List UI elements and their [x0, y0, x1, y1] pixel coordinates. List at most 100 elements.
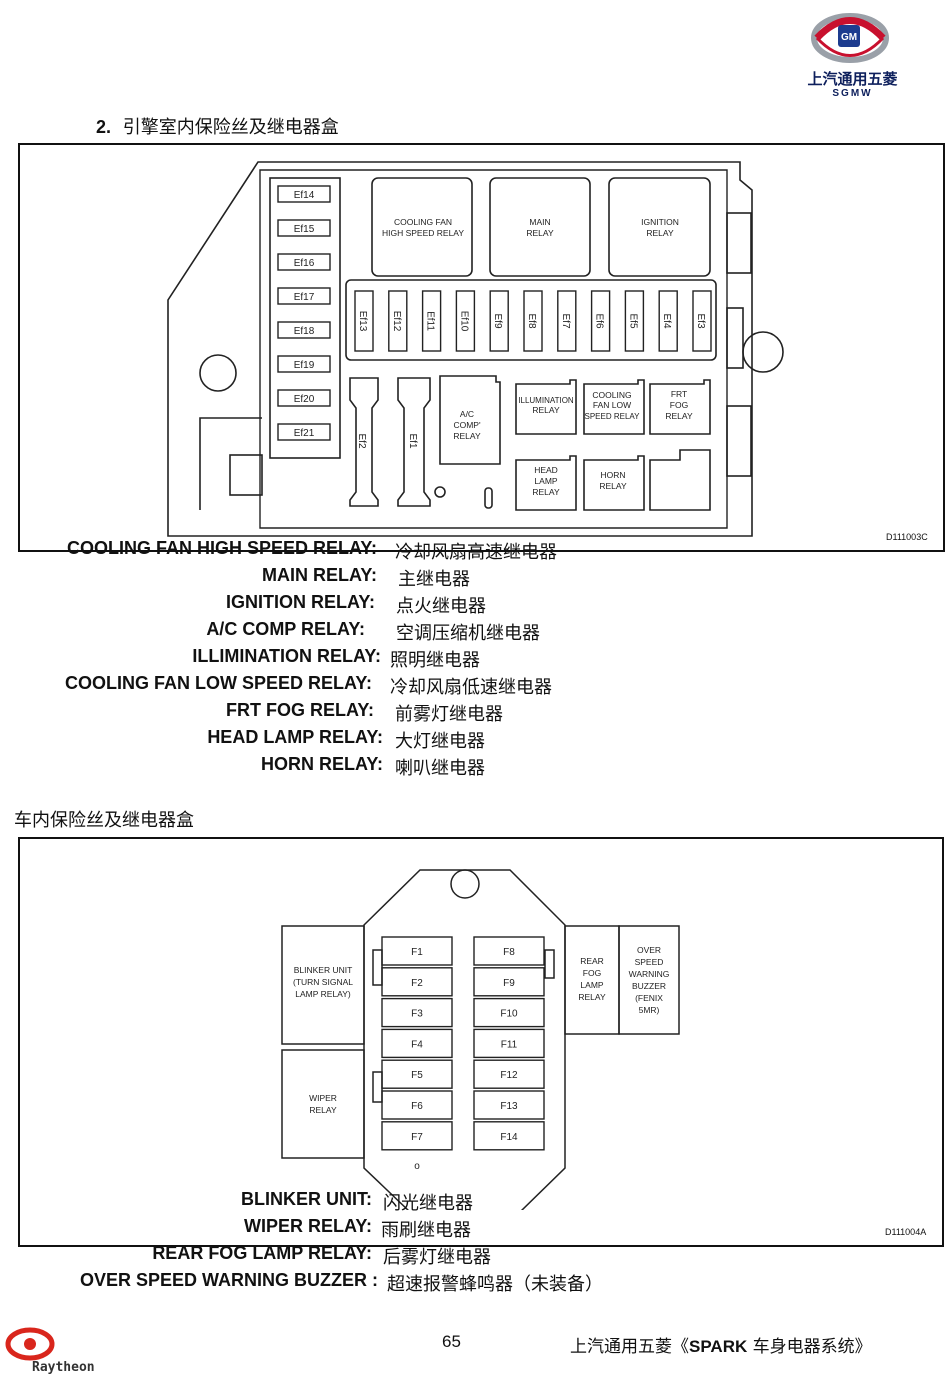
legend-row: COOLING FAN LOW SPEED RELAY:冷却风扇低速继电器	[0, 673, 950, 698]
fuse-f12: F12	[473, 1059, 545, 1089]
blinker-line3: LAMP RELAY)	[295, 989, 351, 999]
relay-ignition-line1: IGNITION	[641, 217, 679, 227]
fuse-label: F10	[500, 1009, 518, 1020]
blinker-line1: BLINKER UNIT	[294, 965, 353, 975]
over-speed-line5: (FENIX	[635, 993, 663, 1003]
fuse-big-ef2: Ef2	[356, 433, 367, 448]
small-mark: o	[414, 1161, 420, 1172]
legend-en: REAR FOG LAMP RELAY:	[152, 1243, 372, 1263]
legend-en: HEAD LAMP RELAY:	[207, 727, 383, 747]
relay-horn-line1: HORN	[600, 470, 625, 480]
fuse-label: F5	[411, 1070, 423, 1081]
fuse-ef6: Ef6	[590, 290, 611, 352]
fuse-label: F8	[503, 947, 515, 958]
fuse-f14: F14	[473, 1121, 545, 1151]
relay-frt-fog-line3: RELAY	[665, 411, 693, 421]
relay-head-lamp-line1: HEAD	[534, 465, 558, 475]
fuse-label: Ef9	[492, 313, 503, 328]
legend-en: ILLIMINATION RELAY:	[192, 646, 381, 666]
over-speed-line4: BUZZER	[632, 981, 666, 991]
wiper-line2: RELAY	[309, 1105, 337, 1115]
fuse-label: Ef14	[294, 190, 315, 201]
fuse-ef9: Ef9	[489, 290, 509, 352]
relay-main-line2: RELAY	[526, 228, 554, 238]
legend-cn: 超速报警蜂鸣器（未装备）	[387, 1274, 603, 1295]
section1-title: 2. 引擎室内保险丝及继电器盒	[96, 113, 339, 139]
book-title: 上汽通用五菱《SPARK 车身电器系统》	[570, 1332, 872, 1357]
fuse-big-ef1: Ef1	[407, 433, 418, 448]
legend-cn: 主继电器	[398, 569, 470, 590]
fuse-ef4: Ef4	[658, 290, 678, 352]
fuse-ef3: Ef3	[692, 290, 712, 352]
legend-row: FRT FOG RELAY:前雾灯继电器	[0, 700, 950, 725]
fuse-label: Ef3	[695, 313, 706, 328]
legend-cn: 照明继电器	[390, 650, 480, 671]
fuse-label: F9	[503, 978, 515, 989]
legend-en: FRT FOG RELAY:	[226, 700, 374, 720]
fuse-label: Ef10	[458, 311, 469, 332]
interior-fusebox-frame	[18, 837, 944, 1247]
relay-ac-line1: A/C	[460, 409, 474, 419]
fuse-label: F1	[411, 947, 423, 958]
relay-frt-fog-line1: FRT	[671, 389, 687, 399]
fuse-label: F13	[500, 1101, 518, 1112]
fuse-label: F3	[411, 1009, 423, 1020]
rear-fog-line1: REAR	[580, 956, 604, 966]
fuse-ef20: Ef20	[277, 389, 331, 407]
over-speed-line2: SPEED	[635, 957, 664, 967]
rear-fog-line3: LAMP	[580, 980, 603, 990]
legend-row: HEAD LAMP RELAY: 大灯继电器	[0, 727, 950, 752]
legend-row: ILLIMINATION RELAY: 照明继电器	[0, 646, 950, 671]
legend-row: HORN RELAY:喇叭继电器	[0, 754, 950, 779]
legend-en: MAIN RELAY:	[261, 565, 377, 585]
legend-en: BLINKER UNIT:	[241, 1189, 372, 1209]
fuse-label: Ef5	[627, 313, 638, 328]
section1-title-text: 引擎室内保险丝及继电器盒	[122, 117, 339, 138]
fuse-label: Ef16	[294, 258, 315, 269]
legend-row: MAIN RELAY: 主继电器	[0, 565, 950, 590]
fuse-label: Ef17	[294, 292, 315, 303]
page-number: 65	[442, 1332, 461, 1351]
fuse-label: Ef12	[391, 311, 402, 332]
relay-cooling-low-line2: FAN LOW	[593, 400, 631, 410]
fuse-label: Ef7	[560, 313, 571, 328]
legend-cn: 冷却风扇高速继电器	[395, 542, 557, 563]
fuse-ef18: Ef18	[277, 321, 331, 339]
fuse-label: Ef6	[594, 313, 605, 328]
legend-cn: 喇叭继电器	[395, 758, 485, 779]
legend-row: OVER SPEED WARNING BUZZER :超速报警蜂鸣器（未装备）	[0, 1270, 950, 1295]
fuse-ef13: Ef13	[354, 290, 374, 352]
relay-horn-line2: RELAY	[599, 481, 627, 491]
fuse-label: Ef8	[526, 313, 537, 328]
fuse-label: F4	[411, 1039, 423, 1050]
raytheon-swirl-icon	[5, 1327, 55, 1361]
legend-en: COOLING FAN HIGH SPEED RELAY:	[66, 538, 377, 558]
fuse-label: Ef21	[294, 428, 315, 439]
fuse-ef15: Ef15	[277, 219, 331, 237]
engine-diagram-code: D111003C	[886, 532, 928, 542]
legend-row: COOLING FAN HIGH SPEED RELAY: 冷却风扇高速继电器	[0, 538, 950, 563]
engine-fusebox-frame	[18, 143, 945, 552]
fuse-label: Ef20	[294, 394, 315, 405]
book-title-prefix: 上汽通用五菱《	[570, 1337, 689, 1357]
raytheon-text: Raytheon	[32, 1360, 95, 1375]
legend-row: REAR FOG LAMP RELAY:后雾灯继电器	[0, 1243, 950, 1268]
legend-cn: 大灯继电器	[395, 731, 485, 752]
raytheon-logo: Raytheon	[4, 1326, 124, 1376]
relay-ignition-line2: RELAY	[646, 228, 674, 238]
legend-en: A/C COMP RELAY:	[206, 619, 365, 639]
fuse-ef21: Ef21	[277, 423, 331, 441]
relay-cooling-low-line1: COOLING	[592, 390, 631, 400]
fuse-label: Ef15	[294, 224, 315, 235]
fuse-ef5: Ef5	[624, 290, 645, 352]
book-title-bold: SPARK	[689, 1337, 748, 1356]
fuse-label: F7	[411, 1132, 423, 1143]
gm-emblem-icon: GM	[811, 13, 889, 63]
legend-cn: 闪光继电器	[383, 1193, 473, 1214]
fuse-label: F14	[500, 1132, 518, 1143]
fuse-label: Ef11	[425, 311, 436, 331]
relay-main-line1: MAIN	[529, 217, 550, 227]
fuse-f7: F7	[381, 1121, 453, 1151]
